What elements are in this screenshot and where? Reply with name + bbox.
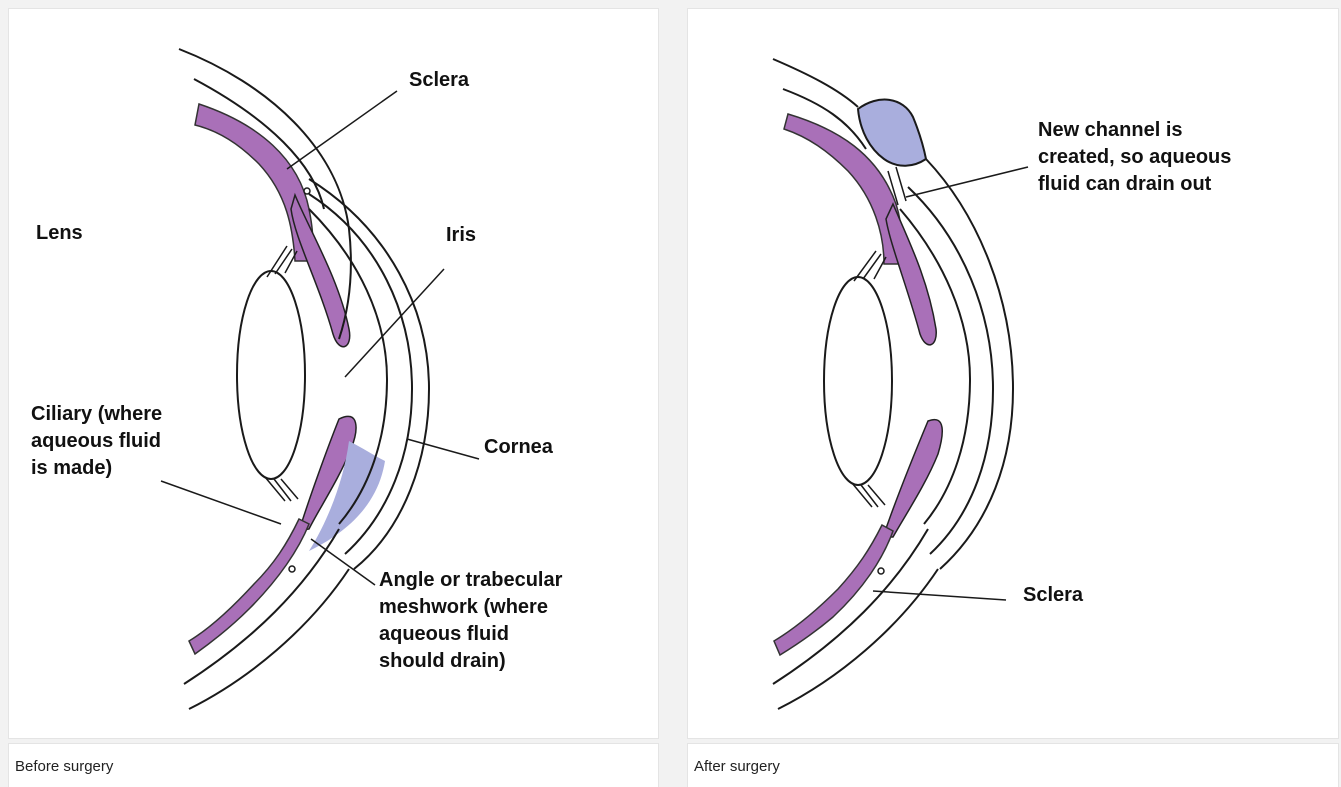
pointer-iris [345,269,444,377]
sclera-inner-lower [184,529,339,684]
sclera-outer [773,59,858,107]
after-surgery-diagram: New channel is created, so aqueous fluid… [687,8,1339,739]
pointer-ciliary [161,481,281,524]
label-sclera: Sclera [1023,582,1083,609]
ciliary-body [195,104,313,261]
pointer-channel [906,167,1028,197]
eye-cross-section-after [688,9,1340,740]
caption-after: After surgery [687,743,1339,787]
iris-lower [883,420,942,537]
pointer-cornea [407,439,479,459]
before-surgery-panel: Sclera Lens Iris Ciliary (where aqueous … [8,8,659,787]
label-iris: Iris [446,222,476,249]
label-sclera: Sclera [409,67,469,94]
label-ciliary: Ciliary (where aqueous fluid is made) [31,401,162,482]
ciliary-body-lower [774,525,893,655]
lens [824,277,892,485]
before-surgery-diagram: Sclera Lens Iris Ciliary (where aqueous … [8,8,659,739]
ciliary-body-lower [189,519,309,654]
sclera-inner-lower [773,529,928,684]
label-new-channel: New channel is created, so aqueous fluid… [1038,117,1231,198]
zonules-lower [852,483,885,507]
lens [237,271,305,479]
schlemm-canal-lower [289,566,295,572]
caption-before: Before surgery [8,743,659,787]
filtering-bleb [858,100,926,166]
after-surgery-panel: New channel is created, so aqueous fluid… [687,8,1339,787]
iris-upper [886,204,936,345]
schlemm-canal-upper [304,188,310,194]
pointer-sclera [873,591,1006,600]
schlemm-canal-lower [878,568,884,574]
label-lens: Lens [36,220,83,247]
label-angle: Angle or trabecular meshwork (where aque… [379,567,562,675]
label-cornea: Cornea [484,434,553,461]
zonules-lower [265,477,298,501]
pointer-sclera [287,91,397,169]
